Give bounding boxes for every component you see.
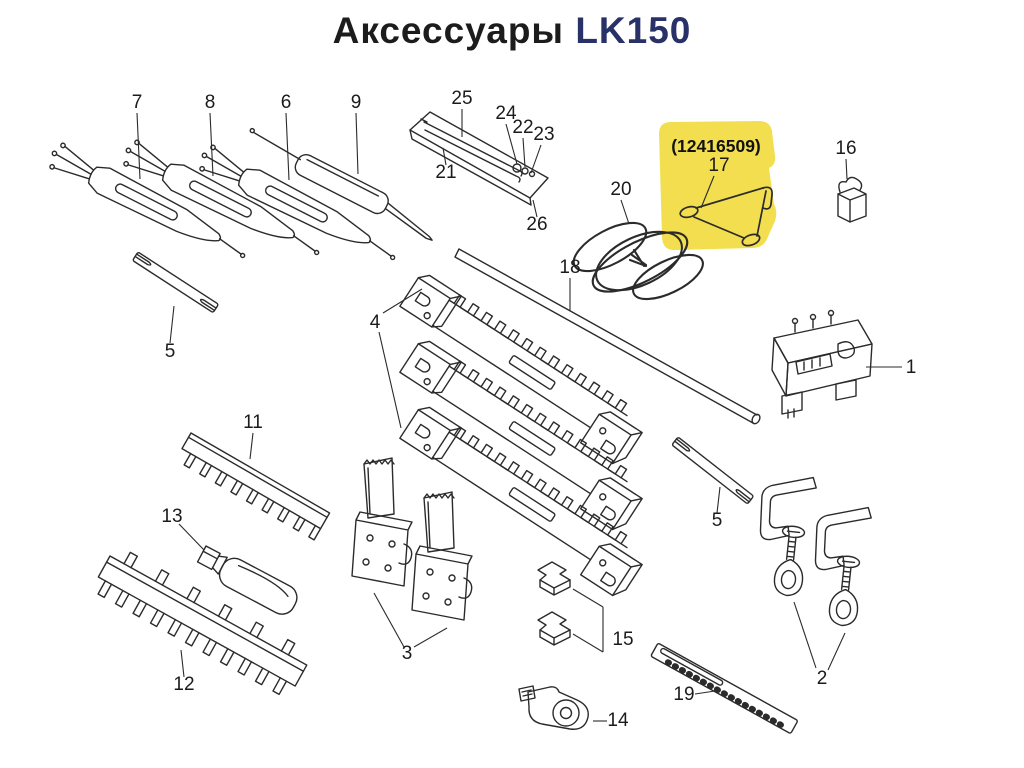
part-label-15: 15 — [612, 629, 633, 650]
part-9-drawing — [249, 127, 433, 241]
part-label-18: 18 — [559, 257, 580, 278]
part-2-clamp2-drawing — [806, 501, 873, 629]
title-text: Аксессуары — [332, 10, 565, 51]
part-5-right-drawing — [671, 436, 755, 505]
part-7-drawing — [44, 139, 254, 267]
part-label-13: 13 — [161, 506, 182, 527]
part-label-5-left: 5 — [165, 341, 176, 362]
part-label-24: 24 — [495, 103, 517, 124]
part-label-20: 20 — [610, 179, 631, 200]
title-model-code: LK150 — [575, 10, 692, 51]
part-4-rail2-drawing — [390, 336, 652, 535]
part-13-drawing — [196, 545, 298, 615]
part-label-16: 16 — [835, 138, 856, 159]
leader-lines — [136, 109, 902, 722]
part-label-2: 2 — [817, 668, 828, 689]
part-2-clamp1-drawing — [751, 471, 818, 599]
part-label-8: 8 — [205, 92, 216, 113]
part-3-weight1-drawing — [351, 457, 413, 587]
part-label-7: 7 — [132, 92, 143, 113]
part-label-12: 12 — [173, 674, 194, 695]
part-11-drawing — [181, 432, 331, 541]
part-15-clip2-drawing — [537, 611, 571, 646]
part-6-drawing — [194, 141, 404, 269]
part-label-6: 6 — [281, 92, 292, 113]
part-label-26: 26 — [526, 214, 547, 235]
part-4-rail3-drawing — [390, 402, 652, 601]
part-label-21: 21 — [435, 162, 456, 183]
part-label-22: 22 — [512, 117, 533, 138]
part-label-1: 1 — [906, 357, 917, 378]
part-15-clip1-drawing — [537, 561, 571, 596]
part-14-drawing — [518, 685, 589, 730]
part-label-3: 3 — [402, 643, 413, 664]
part-5-left-drawing — [131, 251, 220, 314]
part-label-5-right: 5 — [712, 510, 723, 531]
part-label-14: 14 — [607, 710, 629, 731]
page-title: Аксессуары LK150 — [0, 10, 1024, 52]
part-17-drawing — [679, 186, 773, 247]
part-26-plate-drawing — [409, 111, 549, 206]
part-16-drawing — [837, 176, 867, 223]
part-19-drawing — [650, 643, 798, 734]
part-4-rail1-drawing — [390, 270, 652, 469]
part-label-25: 25 — [451, 88, 472, 109]
part-18-drawing — [454, 248, 761, 425]
part-label-23: 23 — [533, 124, 554, 145]
highlighted-part-number: (12416509) — [671, 136, 761, 156]
part-3-weight2-drawing — [411, 491, 473, 621]
part-label-9: 9 — [351, 92, 362, 113]
part-label-11: 11 — [243, 412, 263, 433]
part-20-drawing — [572, 221, 704, 301]
part-label-4: 4 — [370, 312, 381, 333]
part-label-17: 17 — [708, 155, 729, 176]
part-label-19: 19 — [673, 684, 694, 705]
part-12-drawing — [97, 551, 308, 696]
part-1-drawing — [771, 309, 873, 419]
